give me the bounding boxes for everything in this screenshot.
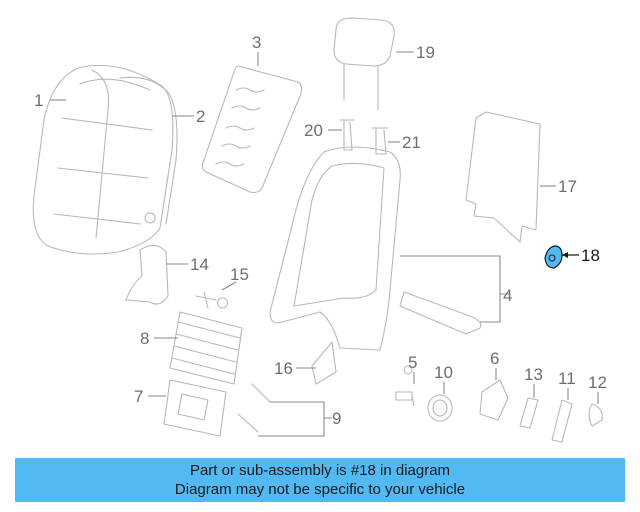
part-12-cap[interactable] — [588, 403, 603, 427]
part-17-back-panel[interactable] — [465, 111, 541, 243]
callout-17[interactable]: 17 — [558, 177, 577, 196]
part-18-clip[interactable] — [544, 245, 563, 269]
callout-8[interactable]: 8 — [140, 329, 149, 348]
callout-2[interactable]: 2 — [196, 107, 205, 126]
part-6-recliner[interactable] — [479, 379, 509, 421]
callout-7[interactable]: 7 — [134, 387, 143, 406]
callout-labels: 1 2 3 4 5 6 7 8 9 10 11 12 13 14 15 16 1… — [34, 33, 607, 428]
callout-12[interactable]: 12 — [588, 373, 607, 392]
callout-6[interactable]: 6 — [490, 349, 499, 368]
part-9-actuator[interactable] — [237, 383, 271, 433]
part-2-back-trim[interactable] — [119, 76, 178, 225]
part-8-spring-mat[interactable] — [169, 311, 243, 385]
callout-3[interactable]: 3 — [252, 33, 261, 52]
part-5-bolt[interactable] — [395, 365, 415, 407]
callout-21[interactable]: 21 — [402, 133, 421, 152]
callout-11[interactable]: 11 — [558, 369, 576, 388]
callout-14[interactable]: 14 — [190, 255, 209, 274]
leader-lines — [50, 51, 599, 437]
part-4-seat-back-frame[interactable] — [269, 146, 482, 351]
callout-16[interactable]: 16 — [274, 359, 293, 378]
callout-1[interactable]: 1 — [34, 91, 43, 110]
callout-10[interactable]: 10 — [434, 363, 453, 382]
callout-15[interactable]: 15 — [230, 265, 249, 284]
part-10-knob[interactable] — [427, 394, 453, 422]
part-7-lumbar-support[interactable] — [163, 379, 227, 437]
part-3-heater-pad[interactable] — [201, 65, 303, 194]
callout-9[interactable]: 9 — [332, 409, 341, 428]
callout-20[interactable]: 20 — [304, 121, 323, 140]
part-20-guide[interactable] — [339, 119, 355, 151]
callout-19[interactable]: 19 — [416, 43, 435, 62]
part-14-bracket[interactable] — [125, 244, 169, 305]
callout-4[interactable]: 4 — [503, 286, 512, 305]
part-11-handle[interactable] — [551, 399, 573, 443]
callout-13[interactable]: 13 — [524, 365, 543, 384]
part-21-guide[interactable] — [371, 127, 389, 155]
info-banner: Part or sub-assembly is #18 in diagram D… — [15, 458, 625, 502]
callout-18[interactable]: 18 — [581, 246, 600, 265]
banner-line-2: Diagram may not be specific to your vehi… — [174, 481, 466, 498]
part-1-seat-back-cover[interactable] — [32, 64, 174, 255]
part-19-headrest[interactable] — [333, 17, 395, 111]
callout-5[interactable]: 5 — [408, 353, 417, 372]
banner-line-1: Part or sub-assembly is #18 in diagram — [189, 462, 451, 479]
part-16-cover[interactable] — [311, 341, 337, 385]
part-13-lever[interactable] — [519, 397, 539, 429]
part-15-clip[interactable] — [195, 291, 229, 309]
